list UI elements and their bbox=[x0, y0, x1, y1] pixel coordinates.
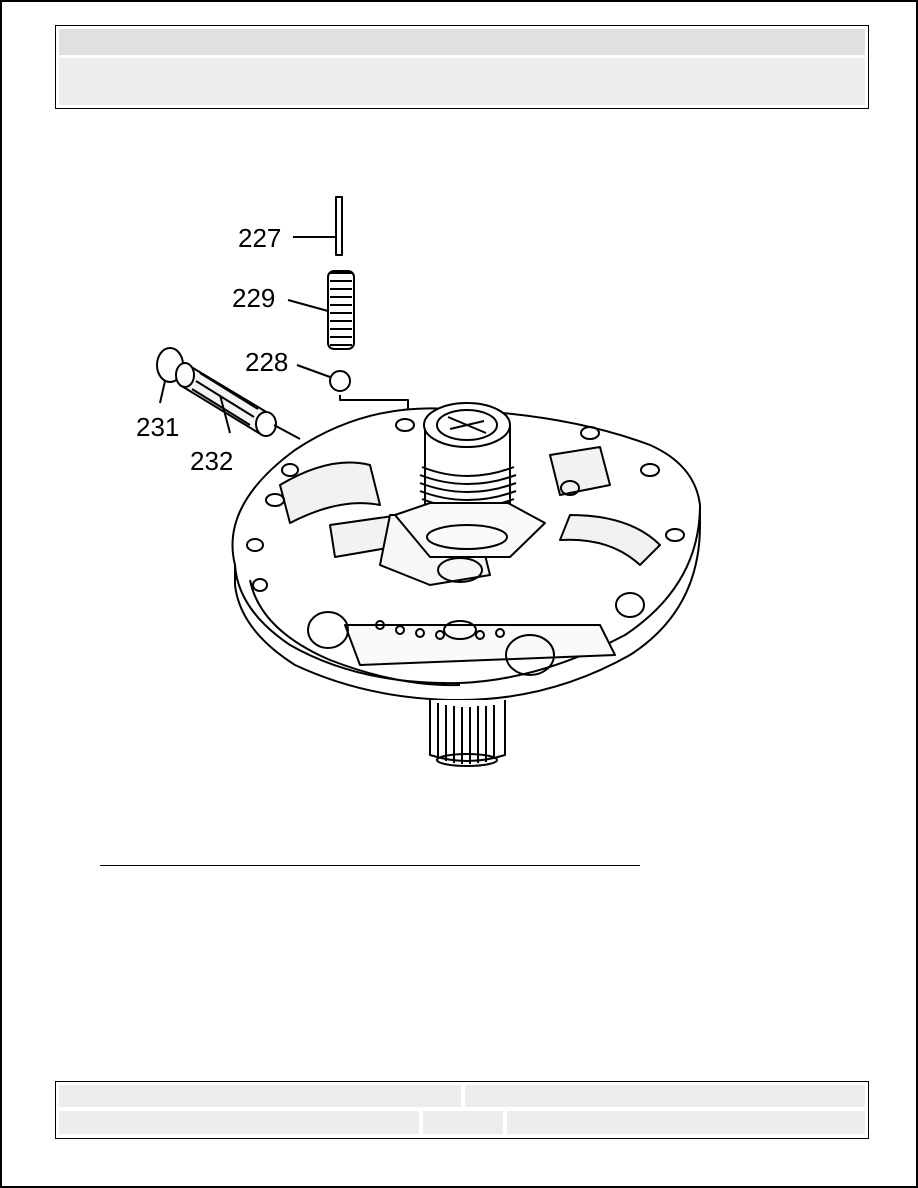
leader-228 bbox=[296, 364, 331, 378]
footer-cell-a bbox=[59, 1111, 419, 1134]
pin-part bbox=[335, 196, 343, 256]
leader-232 bbox=[219, 394, 231, 434]
footer-cell-c bbox=[507, 1111, 865, 1134]
center-hub bbox=[394, 402, 546, 558]
callout-228: 228 bbox=[245, 347, 288, 377]
spring-part bbox=[327, 270, 355, 350]
footer-cell-left bbox=[59, 1085, 461, 1107]
leader-231 bbox=[159, 380, 166, 404]
callout-231: 231 bbox=[136, 412, 179, 442]
callout-227: 227 bbox=[238, 223, 281, 253]
sleeve-part bbox=[175, 362, 301, 440]
header-title-bar bbox=[59, 29, 865, 55]
ball-part bbox=[329, 370, 351, 392]
splined-shaft bbox=[429, 700, 506, 767]
separator-rule bbox=[100, 865, 640, 866]
footer-cell-right bbox=[465, 1085, 865, 1107]
footer-cell-b bbox=[423, 1111, 503, 1134]
footer-box bbox=[55, 1081, 869, 1139]
leader-229 bbox=[287, 299, 329, 312]
pump-assembly-illustration: 227 229 228 231 232 bbox=[136, 196, 701, 767]
callout-232: 232 bbox=[190, 446, 233, 476]
callout-229: 229 bbox=[232, 283, 275, 313]
header-subtitle-bar bbox=[59, 58, 865, 105]
header-box bbox=[55, 25, 869, 109]
